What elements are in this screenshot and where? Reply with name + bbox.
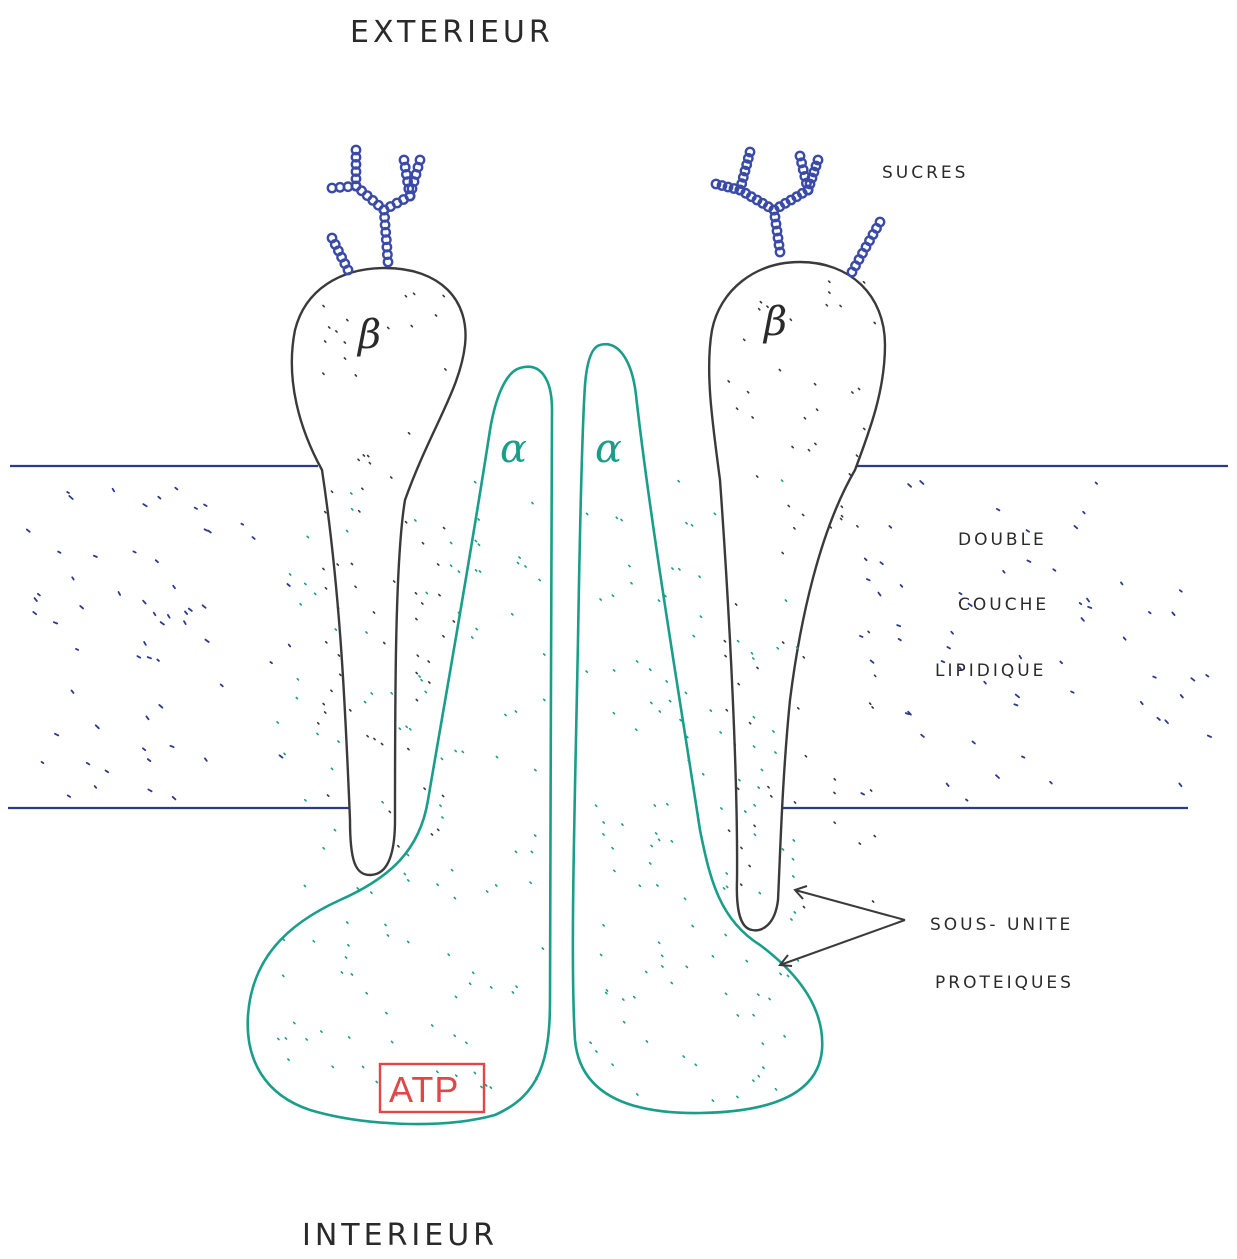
sugars-label: SUCRES	[882, 163, 968, 183]
bilayer-label-line3: LIPIDIQUE	[935, 661, 1046, 681]
sugar-chains	[328, 146, 884, 276]
bilayer-label-line1: DOUBLE	[958, 530, 1047, 550]
exterior-label: EXTERIEUR	[350, 15, 554, 50]
alpha-label-right: α	[595, 426, 622, 472]
beta-label-left: β	[356, 312, 381, 358]
alpha-label-left: α	[500, 426, 527, 472]
beta-subunit-right	[709, 262, 885, 930]
atp-label: ATP	[389, 1069, 459, 1110]
subunits-label-line1: SOUS- UNITE	[930, 915, 1073, 935]
interior-label: INTERIEUR	[302, 1218, 498, 1253]
bilayer-label-line2: COUCHE	[958, 595, 1049, 615]
subunits-label-line2: PROTEIQUES	[935, 973, 1074, 993]
beta-label-right: β	[762, 299, 787, 345]
subunit-arrows	[780, 886, 905, 966]
